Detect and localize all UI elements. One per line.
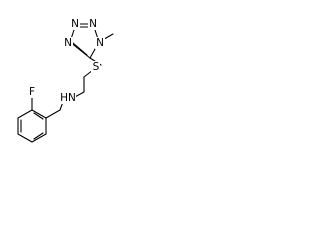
bond-benzene-1 bbox=[17, 109, 33, 119]
ring-n3-label-mask bbox=[88, 18, 98, 30]
bond-ring-ch2 bbox=[45, 109, 61, 119]
atom-label-layer: F HN S N N N N bbox=[27, 18, 105, 104]
bond-benzene-4 bbox=[31, 133, 47, 143]
atom-label-ring-n2: N bbox=[71, 18, 79, 30]
atom-label-ring-n1: N bbox=[64, 37, 72, 49]
atom-label-ring-n4: N bbox=[96, 37, 104, 49]
bond-benzene-2 bbox=[31, 109, 47, 119]
molecule-structure-diagram: F HN S N N N N bbox=[17, 18, 114, 143]
bond-benzene-double-3 bbox=[33, 132, 44, 140]
atom-label-ring-n3: N bbox=[89, 18, 97, 30]
fluorine-label-mask bbox=[27, 86, 37, 98]
bond-benzene-double-2 bbox=[33, 112, 44, 120]
sulfur-label-mask bbox=[91, 61, 100, 73]
atom-label-fluorine: F bbox=[29, 86, 35, 98]
ring-n1-label-mask bbox=[63, 37, 73, 49]
ring-n4-label-mask bbox=[95, 37, 105, 49]
atom-label-amine: HN bbox=[60, 92, 76, 104]
atom-label-sulfur: S bbox=[93, 61, 100, 73]
bond-benzene-5 bbox=[17, 133, 33, 143]
amine-label-mask bbox=[61, 92, 76, 104]
ring-n2-label-mask bbox=[70, 18, 80, 30]
bond-tetrazole-double-1 bbox=[72, 42, 88, 56]
bond-layer bbox=[17, 23, 114, 143]
